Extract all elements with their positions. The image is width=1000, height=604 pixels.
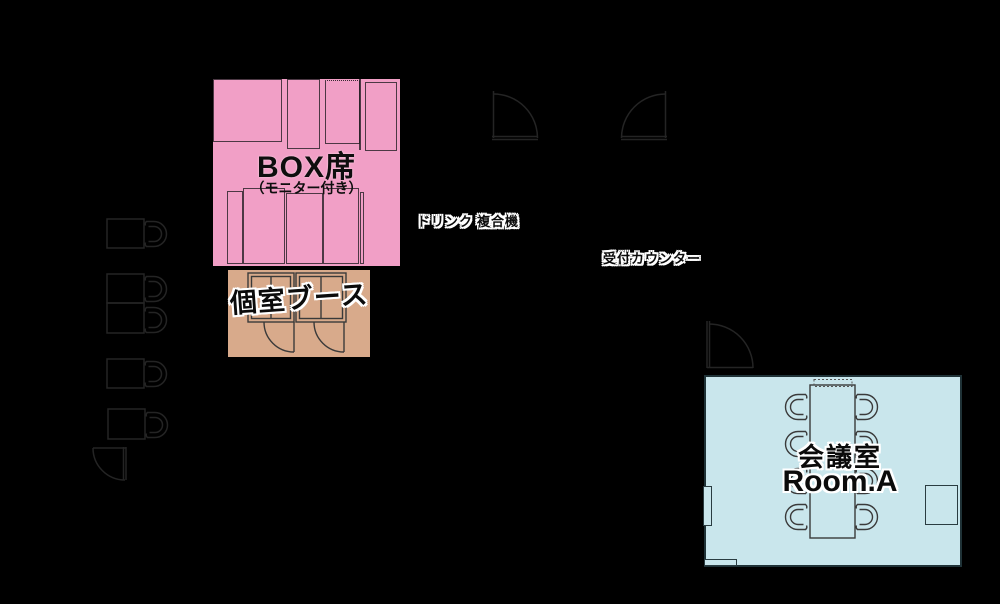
wall-fixture	[704, 559, 737, 566]
chair-icon	[145, 411, 169, 439]
chair-icon	[144, 220, 168, 248]
meeting-room-label: 会議室	[797, 442, 882, 472]
desk-icon	[107, 408, 146, 440]
chair-icon	[144, 360, 168, 388]
door-icon	[92, 447, 127, 481]
chair-icon	[784, 393, 808, 421]
booth-desk-outline	[213, 79, 282, 142]
room-private-booth: 個室ブース	[228, 270, 370, 357]
booth-desk-outline	[243, 188, 285, 264]
desk-icon	[106, 302, 145, 334]
box-seat-subtitle: （モニター付き）	[250, 180, 363, 196]
booth-desk-outline	[365, 82, 397, 151]
booth-icon	[247, 272, 295, 323]
desk-chair-unit	[106, 273, 168, 304]
booth-divider-line	[359, 79, 361, 150]
room-box-seat: BOX席 （モニター付き）	[213, 79, 400, 266]
booth-desk-outline	[323, 188, 359, 264]
meeting-table-icon	[809, 384, 856, 539]
meeting-room-id-label: Room.A	[782, 465, 898, 498]
desk-icon	[106, 218, 145, 249]
door-icon	[706, 321, 754, 369]
wall-fixture	[925, 485, 958, 525]
door-icon	[263, 321, 295, 353]
chair-icon	[855, 503, 879, 531]
door-icon	[492, 91, 539, 141]
booth-divider-line	[360, 192, 364, 264]
desk-chair-unit	[106, 302, 168, 334]
booth-desk-outline	[227, 191, 243, 264]
booth-icon	[295, 272, 347, 323]
box-seat-label: BOX席	[256, 151, 356, 184]
reception-counter-label: 受付カウンター	[603, 251, 702, 266]
wall-fixture	[703, 486, 712, 526]
drink-station-label: ドリンク	[417, 214, 474, 229]
desk-chair-unit	[107, 408, 169, 440]
desk-icon	[106, 273, 145, 304]
desk-chair-unit	[106, 218, 168, 249]
booth-desk-outline	[325, 80, 360, 144]
private-booth-linework	[247, 272, 347, 353]
door-icon	[620, 91, 667, 141]
booth-desk-outline	[286, 193, 323, 264]
chair-icon	[855, 393, 879, 421]
copier-label: 複合機	[477, 214, 520, 229]
meeting-room-linework	[784, 379, 879, 539]
room-meeting: 会議室 Room.A	[703, 375, 962, 567]
desk-chair-unit	[106, 358, 168, 389]
door-icon	[313, 321, 345, 353]
booth-desk-outline	[287, 79, 320, 149]
desk-icon	[106, 358, 145, 389]
chair-icon	[784, 503, 808, 531]
chair-icon	[144, 275, 168, 303]
table-extension-dotted	[813, 379, 853, 387]
chair-icon	[144, 306, 168, 334]
